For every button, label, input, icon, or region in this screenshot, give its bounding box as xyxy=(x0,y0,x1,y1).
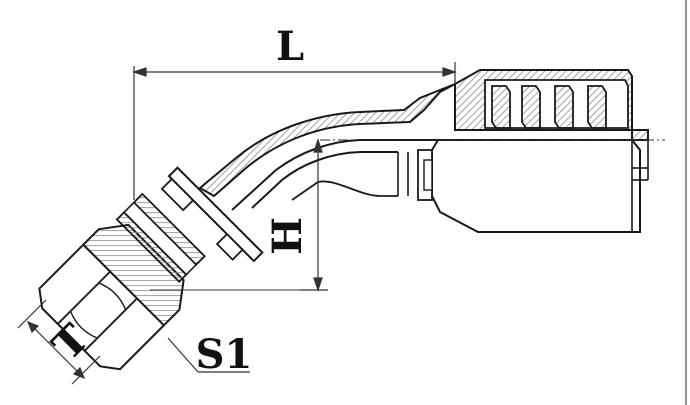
dimension-S1 xyxy=(167,337,250,373)
bent-stem-tube xyxy=(198,83,456,211)
label-L: L xyxy=(276,23,304,70)
dimension-L xyxy=(132,62,457,200)
dimension-T xyxy=(17,299,101,385)
stop-ring xyxy=(160,166,264,263)
ferrule-ribs xyxy=(491,85,607,129)
nut-inner-stem xyxy=(115,192,206,283)
ferrule-sleeve xyxy=(397,69,649,233)
dimension-H xyxy=(150,138,328,292)
label-H: H xyxy=(264,217,311,255)
label-S1: S1 xyxy=(196,331,253,378)
